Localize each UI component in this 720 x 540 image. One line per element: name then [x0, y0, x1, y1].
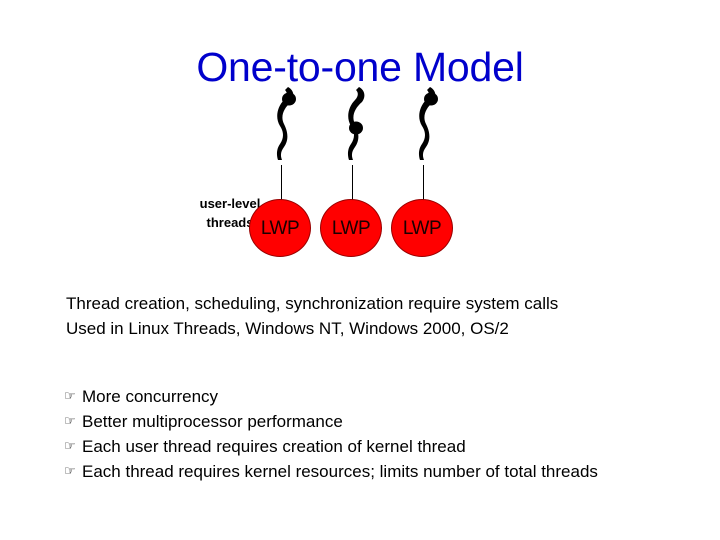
thread-column-2: LWP [316, 85, 386, 265]
lwp-node: LWP [320, 199, 382, 257]
list-item-label: More concurrency [82, 387, 219, 406]
thread-column-1: LWP [245, 85, 315, 265]
lwp-node: LWP [249, 199, 311, 257]
list-item-label: Each thread requires kernel resources; l… [82, 462, 598, 481]
pointing-hand-bullet-icon: ☞ [64, 439, 76, 454]
squiggle-thread-icon [339, 85, 379, 165]
list-item-label: Better multiprocessor performance [82, 412, 343, 431]
thread-connector-line [281, 165, 282, 201]
body-text-line: Thread creation, scheduling, synchroniza… [66, 294, 559, 313]
lwp-node-label: LWP [402, 217, 442, 239]
thread-connector-line [352, 165, 353, 201]
lwp-node-label: LWP [331, 217, 371, 239]
list-item-label: Each user thread requires creation of ke… [82, 437, 466, 456]
squiggle-thread-icon [410, 85, 450, 165]
pointing-hand-bullet-icon: ☞ [64, 414, 76, 429]
list-item: ☞ Better multiprocessor performance [64, 409, 704, 434]
one-to-one-diagram: user-level threads LWP [0, 85, 720, 265]
squiggle-thread-icon [268, 85, 308, 165]
user-level-threads-label-line2: threads [206, 215, 254, 230]
user-level-threads-label: user-level threads [172, 194, 288, 232]
body-text-block: Thread creation, scheduling, synchroniza… [66, 291, 690, 341]
page-title: One-to-one Model [196, 44, 524, 90]
thread-connector-line [423, 165, 424, 201]
user-level-threads-label-line1: user-level [199, 196, 261, 211]
lwp-node: LWP [391, 199, 453, 257]
bullet-list: ☞ More concurrency ☞ Better multiprocess… [64, 384, 704, 484]
list-item: ☞ Each thread requires kernel resources;… [64, 459, 704, 484]
thread-column-3: LWP [387, 85, 457, 265]
pointing-hand-bullet-icon: ☞ [64, 389, 76, 404]
list-item: ☞ More concurrency [64, 384, 704, 409]
lwp-node-label: LWP [260, 217, 300, 239]
body-text-line: Used in Linux Threads, Windows NT, Windo… [66, 319, 509, 338]
list-item: ☞ Each user thread requires creation of … [64, 434, 704, 459]
pointing-hand-bullet-icon: ☞ [64, 464, 76, 479]
